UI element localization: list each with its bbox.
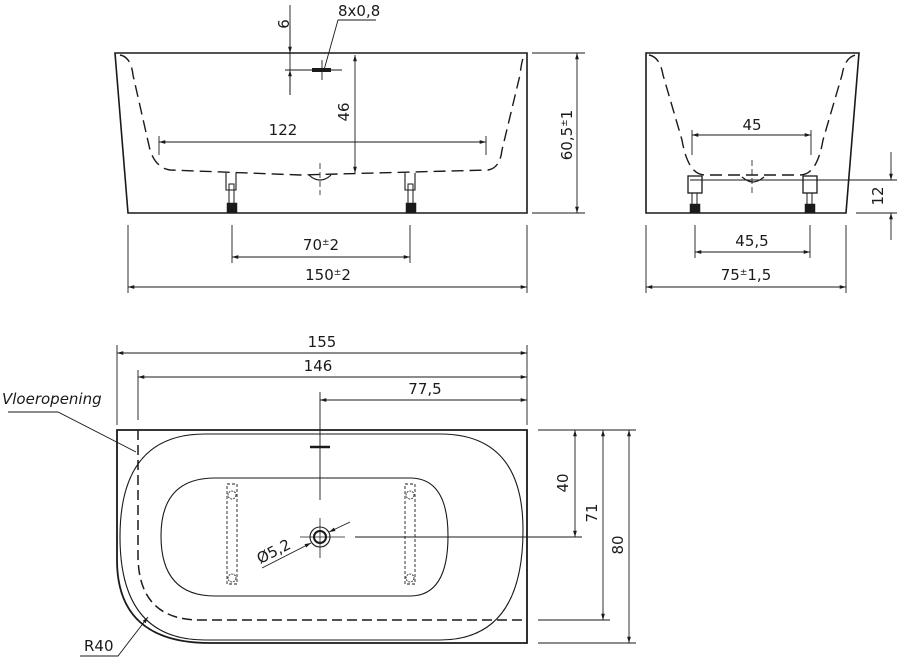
top-view — [8, 345, 636, 657]
floor-opening-width-label: 71 — [583, 503, 601, 522]
leg-spacing-label: 70±2 — [303, 236, 339, 254]
floor-opening-length-label: 146 — [304, 357, 333, 375]
base-width-label: 75±1,5 — [721, 266, 772, 284]
height-label: 60,5±1 — [558, 110, 576, 161]
inner-width-label: 45 — [742, 116, 761, 134]
overflow-offset-label: 6 — [275, 19, 293, 29]
drain-diameter-label: Ø5,2 — [254, 535, 294, 567]
drain-from-top-label: 40 — [554, 473, 572, 492]
front-leg-right — [404, 173, 417, 214]
drain-offset-label: 77,5 — [408, 380, 441, 398]
front-leg-left — [225, 173, 238, 214]
floor-opening-label: Vloeropening — [2, 390, 102, 408]
side-view — [645, 52, 897, 293]
inner-length-label: 122 — [269, 121, 298, 139]
total-length-label: 155 — [308, 333, 337, 351]
overflow-size-label: 8x0,8 — [338, 2, 380, 20]
side-leg-left — [687, 175, 703, 214]
total-width-label: 80 — [609, 535, 627, 554]
corner-radius-label: R40 — [84, 637, 114, 655]
base-length-label: 150±2 — [305, 266, 351, 284]
leg-height-label: 12 — [869, 186, 887, 205]
side-leg-right — [802, 175, 818, 214]
side-leg-spacing-label: 45,5 — [735, 232, 768, 250]
front-view — [114, 5, 585, 293]
inner-depth-label: 46 — [335, 102, 353, 121]
